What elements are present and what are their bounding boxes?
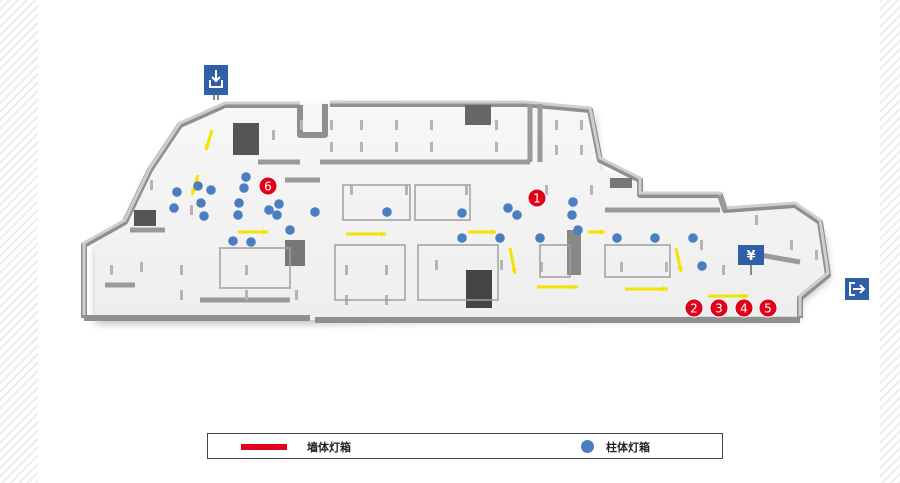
- wall-lightbox-marker-6[interactable]: 6: [258, 176, 278, 196]
- yen-icon: ¥: [746, 249, 755, 264]
- column-lightbox-swatch: [581, 440, 594, 453]
- column-lightbox-dot[interactable]: [697, 261, 707, 271]
- wall-lightboxes: 1 2 3 4 5 6: [258, 176, 778, 318]
- column-lightbox-dot[interactable]: [169, 203, 179, 213]
- wall-lightbox-number: 1: [533, 192, 541, 206]
- column-lightbox-dot[interactable]: [495, 233, 505, 243]
- direction-arrow: [346, 231, 386, 237]
- wall-lightbox-number: 4: [740, 302, 748, 316]
- column-lightbox-dot[interactable]: [567, 210, 577, 220]
- column-lightbox-label: 柱体灯箱: [606, 441, 650, 454]
- wall-lightbox-number: 2: [690, 302, 698, 316]
- column-lightbox-dot[interactable]: [512, 210, 522, 220]
- column-lightbox-dot[interactable]: [573, 225, 583, 235]
- wall-tops: [82, 100, 830, 316]
- column-lightbox-dot[interactable]: [234, 198, 244, 208]
- column-lightbox-dot[interactable]: [285, 225, 295, 235]
- exit-arrow-icon: [849, 282, 866, 296]
- column-lightbox-dot[interactable]: [457, 233, 467, 243]
- column-lightbox-dot[interactable]: [503, 203, 513, 213]
- column-lightbox-dot[interactable]: [239, 183, 249, 193]
- wall-lightbox-number: 5: [764, 302, 772, 316]
- column-lightbox-dot[interactable]: [535, 233, 545, 243]
- wall-lightbox-marker-4[interactable]: 4: [734, 298, 754, 318]
- exit-sign[interactable]: [845, 278, 869, 300]
- column-lightbox-dot[interactable]: [193, 181, 203, 191]
- direction-arrow: [537, 284, 578, 290]
- direction-arrows: [190, 129, 748, 299]
- wall-lightbox-label: 墙体灯箱: [307, 441, 351, 454]
- bay-outlines: [219, 184, 671, 301]
- direction-arrow: [588, 229, 605, 235]
- left-hatch-border: [0, 0, 38, 483]
- wall-lightbox-marker-3[interactable]: 3: [709, 298, 729, 318]
- column-lightbox-dot[interactable]: [612, 233, 622, 243]
- wall-lightbox-number: 6: [264, 180, 272, 194]
- wall-lightbox-number: 3: [715, 302, 723, 316]
- map-legend: 墙体灯箱 柱体灯箱: [207, 433, 723, 459]
- column-lightbox-dot[interactable]: [688, 233, 698, 243]
- wall-lightbox-marker-5[interactable]: 5: [758, 298, 778, 318]
- core-blocks: [134, 105, 632, 308]
- direction-arrow: [238, 229, 268, 235]
- wall-lightbox-marker-1[interactable]: 1: [527, 188, 547, 208]
- download-arrow-icon: [209, 70, 223, 88]
- column-lightbox-dot[interactable]: [457, 208, 467, 218]
- wall-lightbox-swatch: [241, 444, 287, 450]
- direction-arrow: [674, 247, 683, 273]
- direction-arrow: [625, 286, 668, 292]
- column-lightbox-dot[interactable]: [228, 236, 238, 246]
- right-hatch-border: [880, 0, 900, 483]
- column-lightbox-dot[interactable]: [172, 187, 182, 197]
- column-lightbox-dot[interactable]: [650, 233, 660, 243]
- column-lightbox-dot[interactable]: [568, 197, 578, 207]
- column-lightbox-dot[interactable]: [382, 207, 392, 217]
- column-lightbox-dot[interactable]: [264, 205, 274, 215]
- column-lightbox-dot[interactable]: [196, 198, 206, 208]
- direction-arrow: [508, 247, 517, 275]
- cashier-sign[interactable]: ¥: [738, 245, 764, 275]
- column-lightbox-dot[interactable]: [246, 237, 256, 247]
- wall-lightbox-marker-2[interactable]: 2: [684, 298, 704, 318]
- column-lightbox-dot[interactable]: [233, 210, 243, 220]
- direction-arrow: [204, 129, 214, 151]
- column-lightbox-dot[interactable]: [272, 210, 282, 220]
- column-lightbox-dot[interactable]: [199, 211, 209, 221]
- interior-walls: [105, 104, 801, 303]
- direction-arrow: [708, 293, 748, 299]
- column-lightboxes: [169, 172, 707, 271]
- direction-arrow: [468, 229, 496, 235]
- entrance-sign[interactable]: [204, 65, 228, 100]
- column-lightbox-dot[interactable]: [310, 207, 320, 217]
- column-lightbox-dot[interactable]: [206, 185, 216, 195]
- column-lightbox-dot[interactable]: [274, 199, 284, 209]
- column-lightbox-dot[interactable]: [241, 172, 251, 182]
